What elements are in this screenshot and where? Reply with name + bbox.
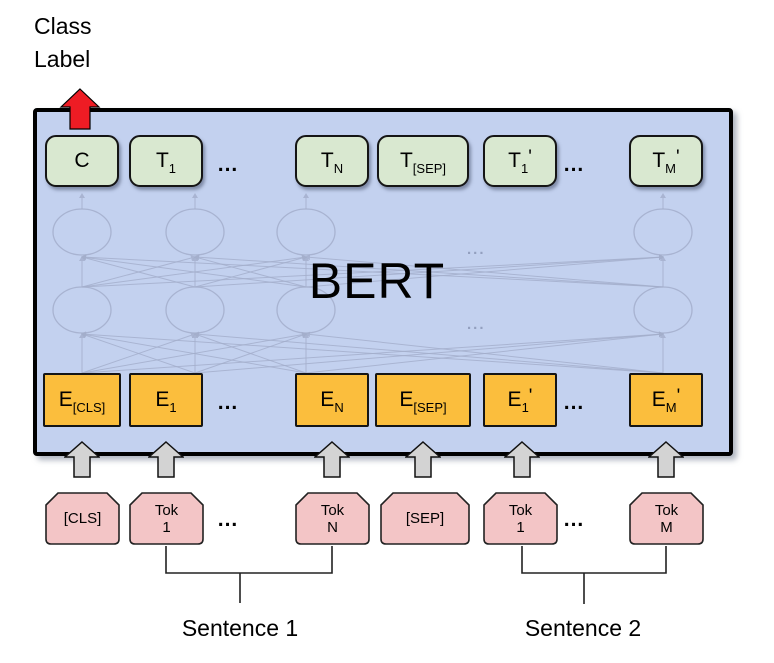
transformer-network-graphic: ...... [52, 193, 693, 374]
embedding-row-ellipsis: ... [217, 391, 239, 414]
output-row-ellipsis: ... [217, 153, 239, 176]
token-row-ellipsis: ... [217, 508, 239, 531]
output-subscript: N [333, 160, 344, 176]
token-line1: Tok [508, 501, 533, 519]
token-line1: [CLS] [63, 510, 102, 527]
embedding-subscript: [SEP] [413, 399, 447, 415]
bert-title: BERT [308, 253, 446, 309]
embedding-label: E [155, 388, 170, 411]
embedding-label: E [399, 388, 414, 411]
output-subscript: [SEP] [412, 160, 447, 176]
token-box-sep: [SEP] [380, 492, 470, 545]
class-label-line1: Class [34, 13, 92, 39]
token-row-ellipsis: ... [563, 508, 585, 531]
input-arrow-icon [648, 441, 684, 478]
svg-text:...: ... [467, 316, 486, 333]
embedding-label: E [507, 388, 522, 411]
token-line2: M [660, 518, 673, 536]
token-text: [CLS] [45, 492, 120, 545]
embedding-subscript: N [334, 399, 344, 415]
class-label-arrow-icon [59, 88, 101, 130]
output-subscript: 1 [168, 160, 177, 176]
token-box-shape [380, 492, 470, 545]
input-arrow-icon [314, 441, 350, 478]
token-box-shape [483, 492, 558, 545]
output-subscript: M [665, 160, 677, 176]
class-label-line2: Label [34, 46, 91, 72]
output-label: T [320, 149, 334, 172]
token-line2: N [327, 518, 338, 536]
token-line1: Tok [154, 501, 179, 519]
output-label: T [508, 149, 521, 172]
output-label: T [652, 149, 666, 172]
token-box-shape [629, 492, 704, 545]
embedding-row-ellipsis: ... [563, 391, 585, 414]
input-arrow-icon [64, 441, 100, 478]
embedding-subscript: [CLS] [72, 399, 106, 415]
class-label-text: Class Label [34, 10, 92, 76]
token-box-shape [295, 492, 370, 545]
output-box-c: C [45, 135, 119, 187]
embedding-prime: ' [676, 386, 681, 407]
embedding-prime: ' [528, 386, 533, 407]
input-arrow-icon [504, 441, 540, 478]
token-line1: [SEP] [405, 510, 445, 527]
output-row-ellipsis: ... [563, 153, 585, 176]
token-text: [SEP] [380, 492, 470, 545]
token-line1: Tok [320, 501, 345, 519]
output-subscript: 1 [520, 160, 529, 176]
embedding-box-cls: E[CLS] [43, 373, 121, 427]
embedding-label: E [58, 388, 73, 411]
embedding-label: E [651, 388, 666, 411]
token-line1: Tok [654, 501, 679, 519]
embedding-label: E [320, 388, 335, 411]
embedding-subscript: 1 [169, 399, 177, 415]
sentence1-label: Sentence 1 [181, 615, 299, 641]
output-label: T [399, 149, 413, 172]
output-box-tsep: T[SEP] [377, 135, 469, 187]
embedding-subscript: M [665, 399, 677, 415]
token-line2: 1 [162, 518, 171, 536]
input-arrow-icon [405, 441, 441, 478]
embedding-box-esep: E[SEP] [375, 373, 471, 427]
output-prime: ' [676, 147, 680, 168]
token-box-shape [45, 492, 120, 545]
output-label: C [74, 149, 90, 172]
svg-text:...: ... [467, 241, 486, 258]
embedding-subscript: 1 [521, 399, 529, 415]
sentence2-label: Sentence 2 [524, 615, 642, 641]
token-box-shape [129, 492, 204, 545]
input-arrow-icon [148, 441, 184, 478]
output-prime: ' [528, 147, 532, 168]
token-line2: 1 [516, 518, 525, 536]
token-box-cls: [CLS] [45, 492, 120, 545]
output-label: T [155, 149, 169, 172]
